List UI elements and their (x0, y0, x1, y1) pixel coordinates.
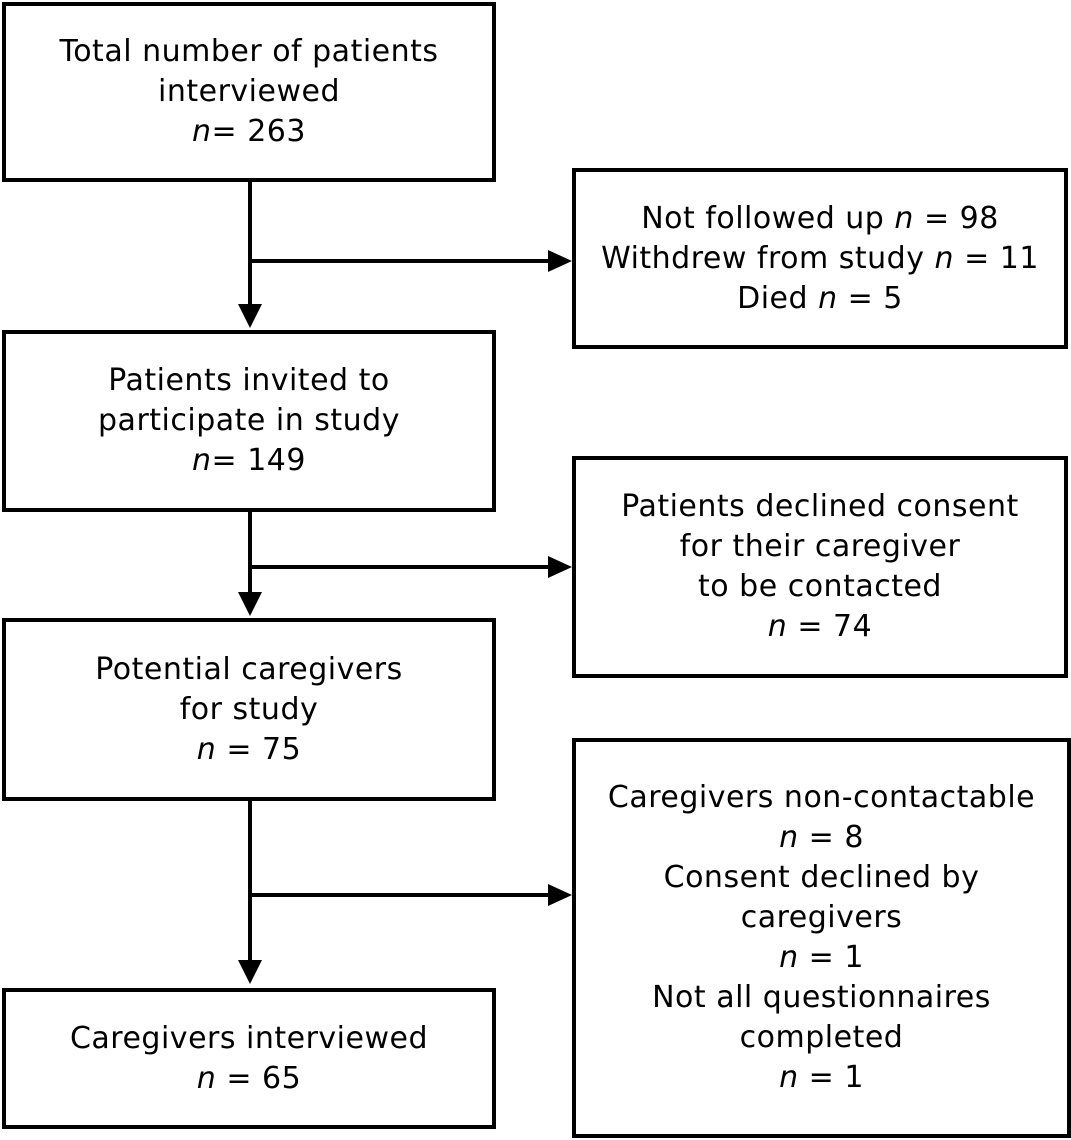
box-line: for study (179, 691, 319, 727)
exclusion-label: Not followed up (641, 200, 895, 236)
count-line: n = 1 (779, 938, 864, 978)
count-line: n= 263 (192, 112, 306, 152)
arrowhead-right-3 (548, 884, 572, 906)
count-value: = 98 (913, 200, 999, 236)
count-line: n = 8 (779, 818, 864, 858)
exclusion-label: Withdrew from study (601, 240, 935, 276)
box-line: Consent declined by (663, 860, 980, 895)
arrowhead-right-2 (548, 556, 572, 578)
box-line: completed (739, 1020, 904, 1055)
arrowhead-down-3 (238, 960, 262, 984)
box-invited: Patients invited to participate in study… (2, 330, 496, 512)
box-line: Caregivers interviewed (69, 1020, 429, 1056)
n-symbol: n (934, 240, 955, 276)
n-symbol: n (779, 820, 799, 855)
arrowhead-right-1 (548, 250, 572, 272)
arrowhead-down-1 (238, 304, 262, 328)
n-symbol: n (767, 609, 788, 644)
count-value: = 74 (787, 609, 873, 644)
arrowhead-down-2 (238, 592, 262, 616)
n-symbol: n (779, 1060, 799, 1095)
count-value: = 65 (216, 1060, 302, 1096)
box-line: to be contacted (698, 569, 942, 604)
n-symbol: n (192, 443, 212, 478)
count-line: n = 75 (197, 730, 301, 770)
exclusion-item: Not followed up n = 98 (641, 199, 999, 239)
box-line: interviewed (158, 74, 340, 109)
box-line: Caregivers non-contactable (607, 780, 1036, 815)
n-symbol: n (196, 1060, 217, 1096)
n-symbol: n (196, 731, 217, 767)
count-value: = 75 (216, 731, 302, 767)
count-line: n = 1 (779, 1058, 864, 1098)
count-value: = 11 (954, 240, 1039, 276)
box-line: Patients invited to (108, 363, 390, 398)
count-line: n= 149 (192, 441, 306, 481)
count-value: = 1 (798, 1060, 864, 1095)
box-excluded-first: Not followed up n = 98 Withdrew from stu… (572, 168, 1068, 349)
count-value: = 263 (211, 114, 306, 149)
box-line: for their caregiver (679, 529, 961, 564)
n-symbol: n (192, 114, 212, 149)
box-caregiver-exclusions: Caregivers non-contactable n = 8 Consent… (572, 738, 1071, 1138)
box-caregivers-interviewed: Caregivers interviewed n = 65 (2, 988, 496, 1129)
count-value: = 1 (798, 940, 864, 975)
box-line: Patients declined consent (621, 489, 1019, 524)
box-line: participate in study (98, 403, 400, 438)
n-symbol: n (779, 940, 799, 975)
count-value: = 5 (837, 280, 903, 316)
count-line: n = 74 (768, 607, 872, 647)
count-line: n = 65 (197, 1059, 301, 1099)
count-value: = 149 (211, 443, 306, 478)
box-line: caregivers (740, 900, 903, 935)
box-line: Potential caregivers (95, 651, 403, 687)
box-potential-caregivers: Potential caregivers for study n = 75 (2, 618, 496, 801)
box-total-interviewed: Total number of patients interviewed n= … (2, 2, 496, 182)
box-line: Not all questionnaires (652, 980, 991, 1015)
n-symbol: n (818, 280, 838, 316)
exclusion-label: Died (737, 280, 819, 316)
exclusion-item: Withdrew from study n = 11 (601, 239, 1039, 279)
count-value: = 8 (798, 820, 864, 855)
exclusion-item: Died n = 5 (737, 279, 903, 319)
box-declined-consent: Patients declined consent for their care… (572, 456, 1068, 678)
n-symbol: n (894, 200, 914, 236)
box-line: Total number of patients (59, 34, 439, 69)
